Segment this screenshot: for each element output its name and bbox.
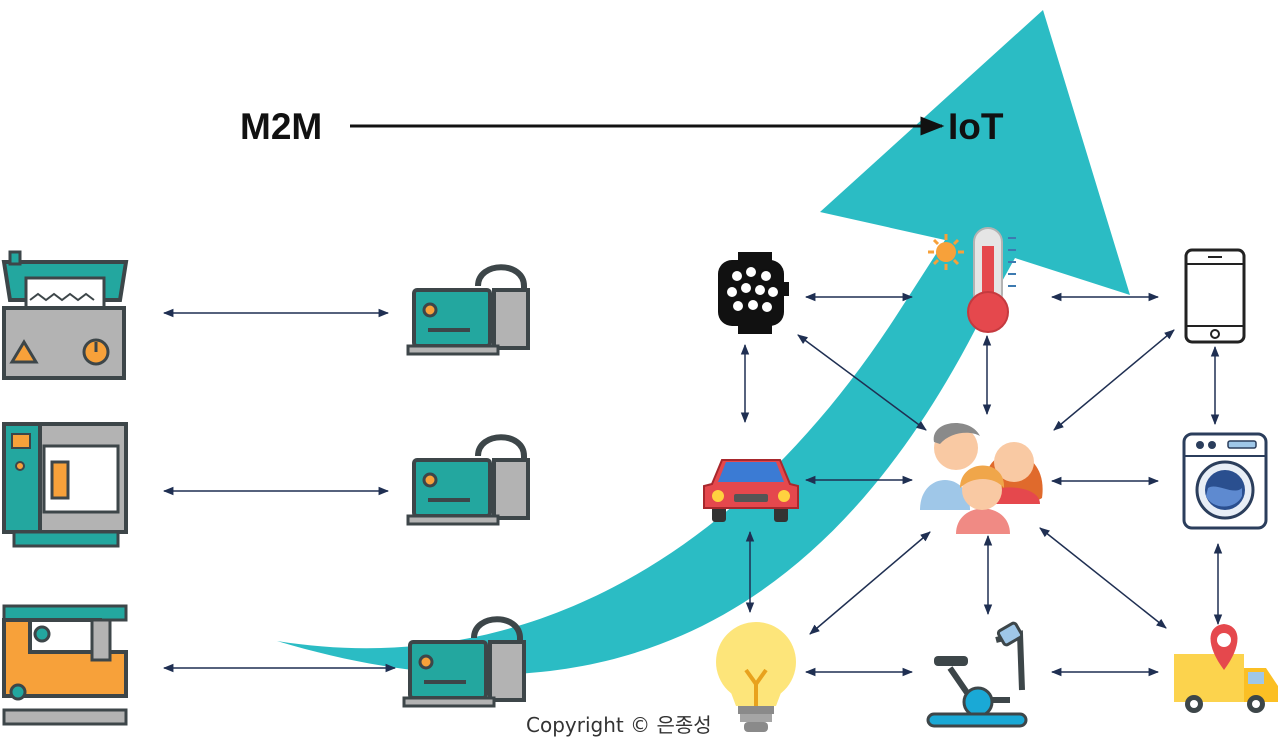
thermometer-icon [928,227,1016,333]
industrial-machine-icon [1,250,129,380]
iot-label: IoT [948,106,1004,147]
washing-machine-icon [1182,432,1268,530]
m2m-label: M2M [240,106,323,147]
connector-family-bulb [809,531,931,635]
smartphone-icon [1184,248,1246,344]
connector-phone-family [1053,329,1175,431]
sewing-machine-icon [2,604,128,726]
growth-arrow [277,10,1130,675]
connector-watch-family [797,334,927,431]
m2m-module-icon [408,437,528,524]
car-icon [703,459,799,522]
iot-connectors [740,292,1223,677]
delivery-truck-icon [1174,624,1278,713]
smartwatch-icon [718,252,789,334]
light-bulb-icon [716,622,796,732]
exercise-bike-icon [926,621,1028,728]
cnc-machine-icon [2,422,128,548]
connector-family-truck [1039,527,1167,629]
copyright-text: Copyright © 은종성 [526,713,712,737]
m2m-module-icon [408,267,528,354]
family-icon [920,423,1043,534]
